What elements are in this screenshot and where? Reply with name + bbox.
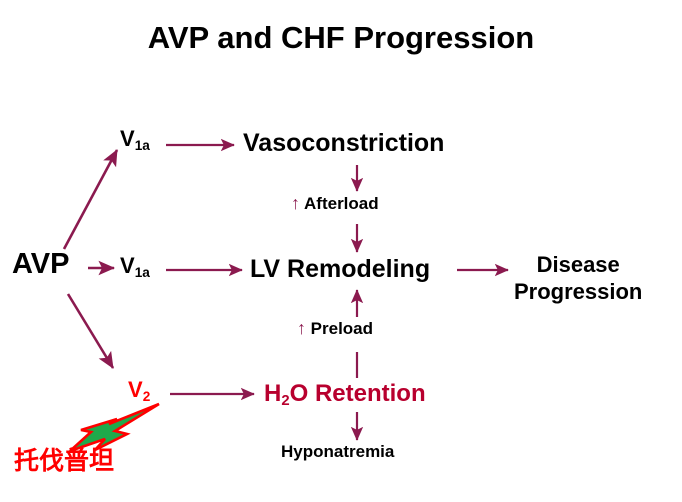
lightning-bolt-icon xyxy=(69,402,160,453)
receptor-subscript: 1a xyxy=(134,265,150,281)
node-avp: AVP xyxy=(12,248,70,280)
receptor-symbol: V xyxy=(128,377,143,402)
receptor-subscript: 1a xyxy=(134,138,150,154)
page-title: AVP and CHF Progression xyxy=(147,20,535,55)
node-preload: ↑ Preload xyxy=(297,319,373,338)
connector-avp-to-v1a-top xyxy=(62,149,119,250)
disease-line-2: Progression xyxy=(514,278,643,304)
up-arrow-icon: ↑ xyxy=(297,318,306,338)
node-lv-remodeling: LV Remodeling xyxy=(250,255,431,283)
node-receptor-v2: V2 xyxy=(128,377,151,405)
receptor-symbol: V xyxy=(120,253,135,278)
preload-label: Preload xyxy=(310,319,374,338)
h2o-suffix: O Retention xyxy=(289,380,426,407)
connector-avp-to-v2 xyxy=(66,293,115,369)
receptor-subscript: 2 xyxy=(142,389,151,405)
node-afterload: ↑ Afterload xyxy=(291,194,379,213)
node-receptor-v1a-mid: V1a xyxy=(120,253,150,281)
node-h2o-retention: H2O Retention xyxy=(264,380,426,410)
node-drug-label-tolvaptan: 托伐普坦 xyxy=(14,446,115,475)
up-arrow-icon: ↑ xyxy=(291,193,300,213)
node-vasoconstriction: Vasoconstriction xyxy=(243,129,445,157)
node-receptor-v1a-top: V1a xyxy=(120,126,150,154)
disease-line-1: Disease xyxy=(536,252,620,277)
receptor-symbol: V xyxy=(120,126,135,151)
afterload-label: Afterload xyxy=(304,194,379,213)
node-hyponatremia: Hyponatremia xyxy=(281,442,395,461)
h2o-subscript: 2 xyxy=(281,393,290,410)
h2o-prefix: H xyxy=(264,380,282,407)
